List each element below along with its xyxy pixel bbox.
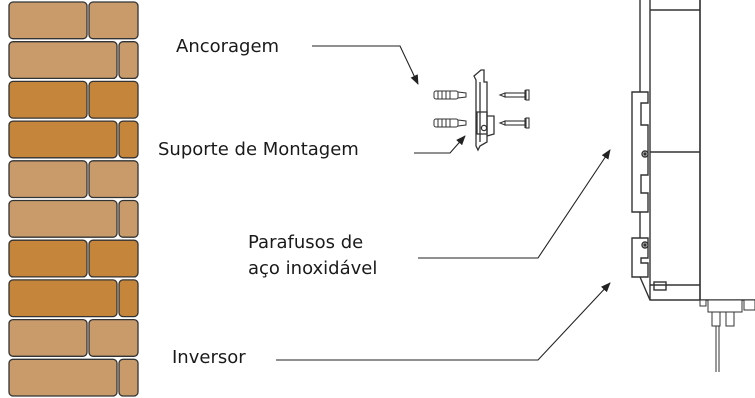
label-anchor: Ancoragem	[176, 36, 280, 57]
inverter-connectors	[699, 299, 755, 372]
brick	[88, 80, 139, 119]
brick	[88, 160, 139, 199]
wall-anchor-top	[433, 90, 467, 100]
brick	[8, 120, 118, 159]
brick	[8, 41, 118, 80]
mounting-bracket	[473, 69, 495, 152]
wall-anchor-bottom	[433, 118, 467, 128]
label-screws-line2: aço inoxidável	[248, 258, 378, 279]
brick	[118, 199, 139, 238]
screw-bottom	[498, 117, 530, 129]
brick	[8, 199, 118, 238]
leader-inverter	[276, 282, 611, 361]
screw-top	[498, 89, 530, 101]
brick	[118, 279, 139, 318]
brick	[8, 239, 88, 278]
leader-screws	[418, 149, 611, 259]
brick	[118, 41, 139, 80]
stainless-screws	[498, 89, 530, 129]
inverter-side-view	[631, 0, 755, 372]
leader-lines	[276, 45, 611, 361]
brick	[8, 358, 118, 397]
wall-anchors	[433, 90, 467, 128]
leader-bracket	[414, 135, 466, 154]
brick	[88, 318, 139, 357]
brick	[8, 160, 88, 199]
label-inverter: Inversor	[172, 347, 246, 368]
label-screws-line1: Parafusos de	[248, 232, 364, 253]
brick	[118, 358, 139, 397]
brick	[118, 120, 139, 159]
brick-wall	[8, 1, 139, 397]
brick	[88, 1, 139, 40]
brick	[8, 80, 88, 119]
brick	[8, 1, 88, 40]
brick	[8, 318, 88, 357]
brick	[88, 239, 139, 278]
leader-anchor	[312, 45, 419, 85]
brick	[8, 279, 118, 318]
label-mounting-bracket: Suporte de Montagem	[158, 139, 359, 160]
